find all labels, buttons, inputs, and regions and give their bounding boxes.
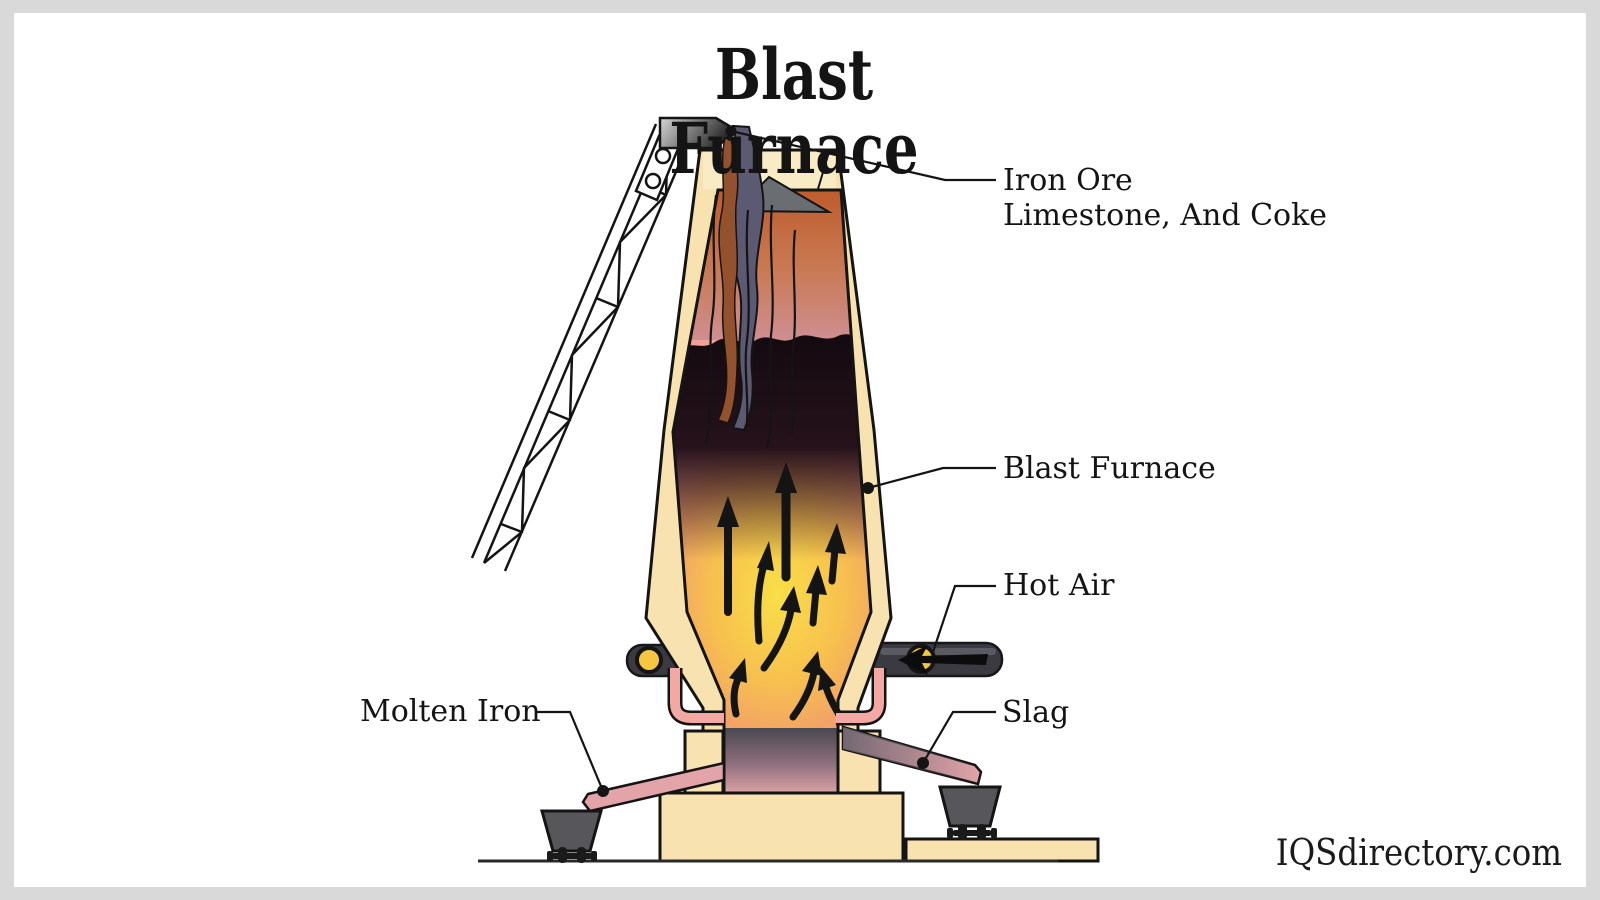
dark-zone — [673, 334, 871, 560]
skip-hoist-truss — [470, 123, 692, 572]
leader-molten-iron — [535, 710, 605, 792]
label-charge: Iron Ore Limestone, And Coke — [1003, 163, 1327, 233]
tuyere-ports — [635, 644, 988, 675]
leader-lines — [535, 125, 996, 797]
molten-iron-chute — [581, 761, 726, 813]
slag-cart — [938, 785, 1002, 840]
label-slag: Slag — [1002, 695, 1070, 730]
charge-trickle-lines — [704, 194, 797, 449]
skip-carriage — [634, 134, 682, 202]
leader-furnace — [867, 466, 996, 490]
watermark: IQSdirectory.com — [1275, 833, 1562, 874]
hearth-melt — [724, 728, 837, 793]
leader-slag — [922, 710, 996, 764]
molten-iron-cart — [540, 809, 603, 863]
label-molten-iron: Molten Iron — [360, 694, 541, 729]
label-charge-line1: Iron Ore — [1003, 163, 1133, 198]
slag-chute — [841, 725, 983, 786]
label-charge-line2: Limestone, And Coke — [1003, 198, 1328, 233]
page-title: Blast Furnace — [669, 33, 919, 190]
blast-downpipes — [667, 668, 887, 726]
label-blast-furnace: Blast Furnace — [1003, 451, 1216, 486]
hot-zone-arrows — [717, 462, 846, 722]
leader-hot-air — [931, 584, 996, 653]
hot-air-arrow — [898, 645, 988, 675]
label-hot-air: Hot Air — [1003, 568, 1115, 603]
leader-charge — [730, 129, 996, 182]
charge-streams — [704, 124, 797, 449]
